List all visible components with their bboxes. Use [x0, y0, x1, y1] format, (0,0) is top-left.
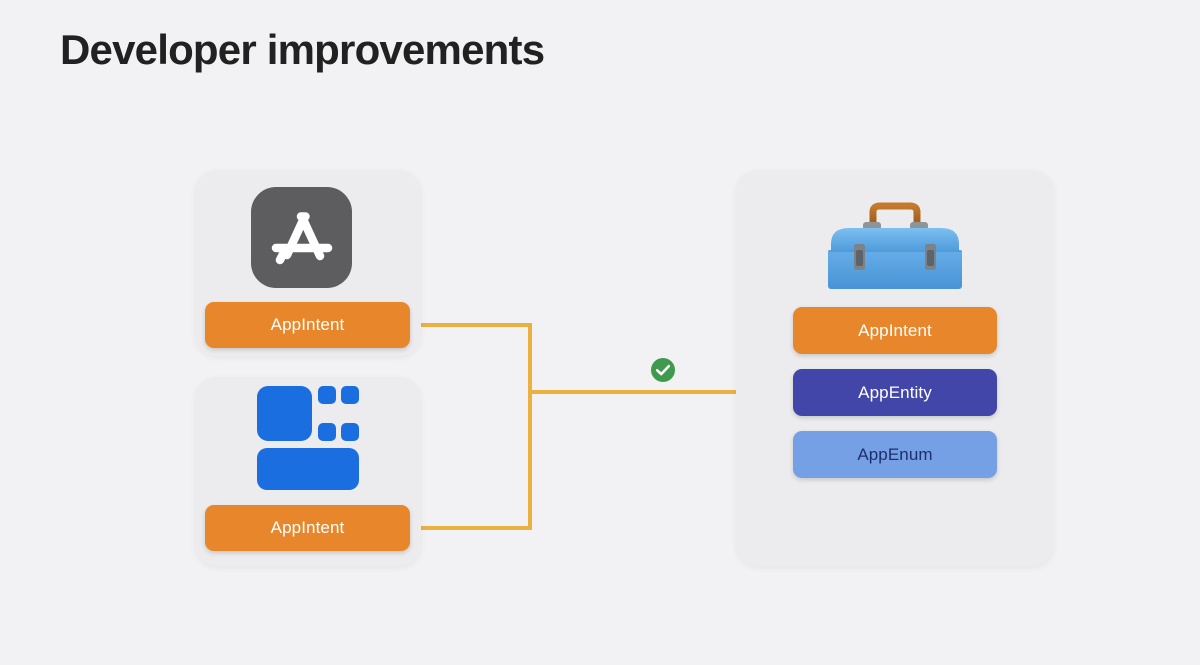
- pill-label: AppEntity: [858, 382, 932, 402]
- widget-block-small-2: [341, 386, 359, 404]
- pill-appintent[interactable]: AppIntent: [793, 307, 997, 354]
- check-circle-icon: [650, 357, 676, 383]
- badge-appintent-widgets[interactable]: AppIntent: [205, 505, 410, 551]
- pill-label: AppEnum: [857, 444, 933, 464]
- widgets-grid-icon: [257, 386, 359, 490]
- badge-label: AppIntent: [270, 315, 345, 334]
- widget-block-small-4: [341, 423, 359, 441]
- card-appstore[interactable]: AppIntent: [195, 170, 421, 356]
- badge-appintent-appstore[interactable]: AppIntent: [205, 302, 410, 348]
- connector-bracket-path: [410, 323, 532, 530]
- toolbox-icon: [815, 194, 975, 294]
- widget-block-small-1: [318, 386, 336, 404]
- app-store-icon: [251, 187, 352, 288]
- badge-label: AppIntent: [270, 518, 345, 537]
- pill-appenum[interactable]: AppEnum: [793, 431, 997, 478]
- widget-block-large: [257, 386, 312, 441]
- pill-appentity[interactable]: AppEntity: [793, 369, 997, 416]
- card-widgets[interactable]: AppIntent: [195, 377, 421, 566]
- card-toolbox[interactable]: AppIntent AppEntity AppEnum: [736, 170, 1054, 566]
- widget-block-small-3: [318, 423, 336, 441]
- page-title: Developer improvements: [60, 26, 545, 73]
- widget-block-wide: [257, 448, 359, 490]
- pill-label: AppIntent: [858, 320, 932, 340]
